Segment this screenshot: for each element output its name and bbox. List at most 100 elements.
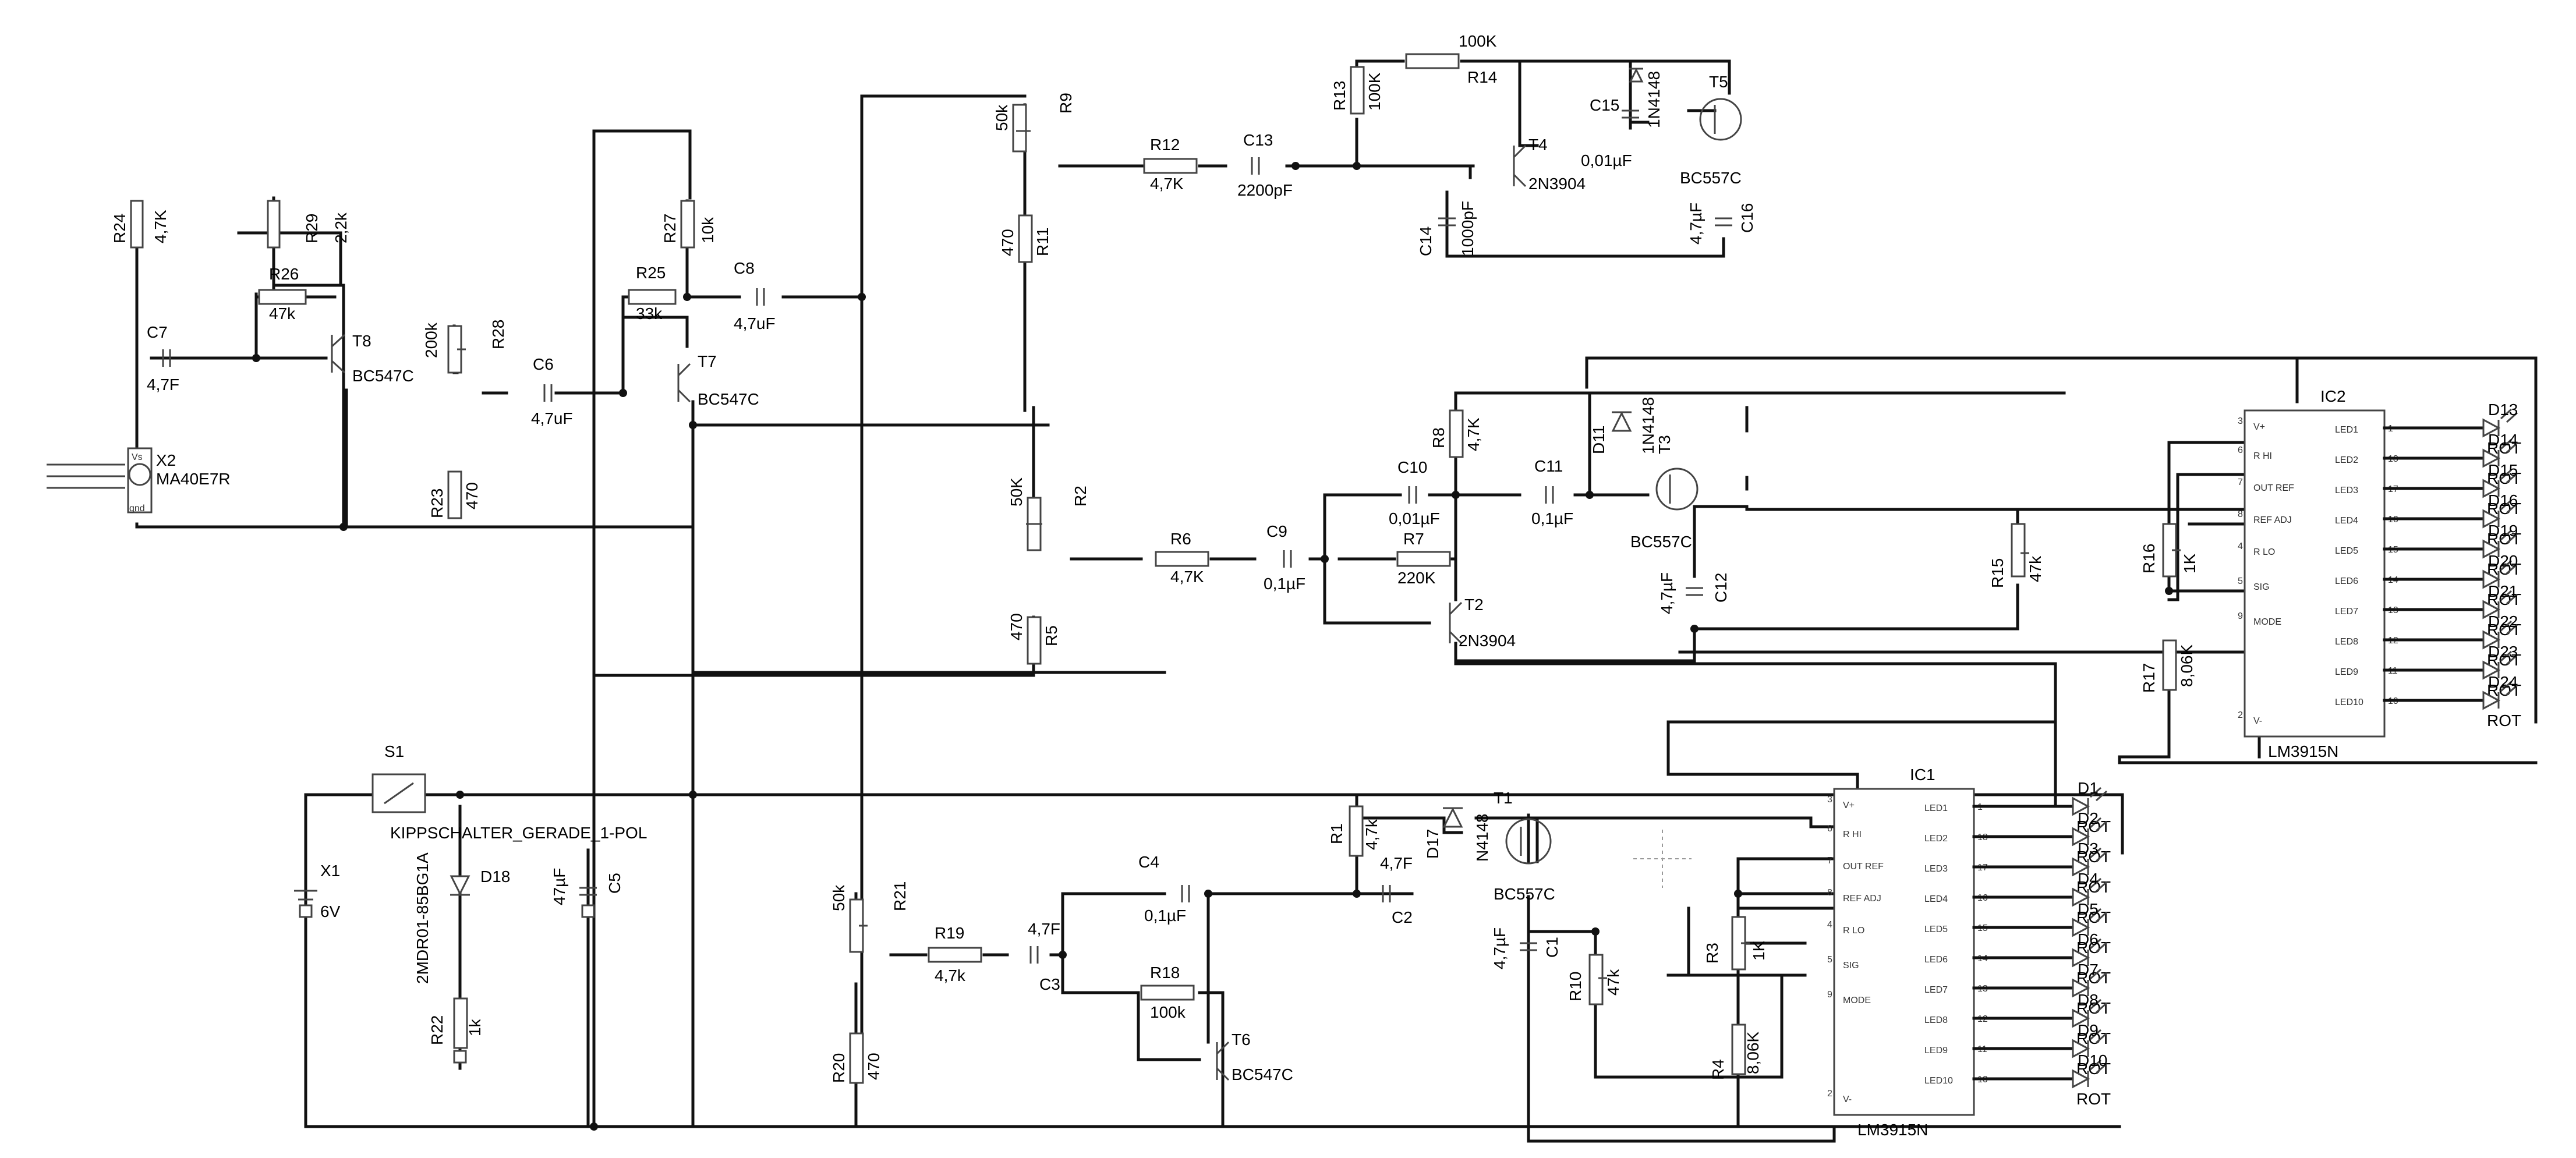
light-ray-icon (2090, 968, 2101, 980)
ic2-pin-num: 9 (2238, 611, 2243, 621)
led-icon (2482, 479, 2501, 498)
ic1-led-ref: D5 (2078, 900, 2099, 918)
r1-value: 4,7k (1363, 819, 1381, 850)
r14-value: 100K (1459, 32, 1497, 50)
led-icon (2072, 978, 2090, 998)
c2-ref: C2 (1392, 908, 1413, 926)
switch-s1[interactable]: S1 KIPPSCHALTER_GERADE_1-POL (371, 742, 647, 842)
c4-ref: C4 (1138, 853, 1159, 871)
ic2-pin-led: LED3 (2335, 486, 2358, 495)
r9-value: 50k (993, 104, 1011, 131)
led-icon (2072, 857, 2090, 877)
t3-ref: T3 (1655, 435, 1673, 454)
r22-ref: R22 (428, 1015, 446, 1045)
s1-value: KIPPSCHALTER_GERADE_1-POL (390, 824, 647, 842)
junctions (252, 162, 2173, 1131)
resistor-r26: R26 47k (258, 265, 307, 323)
capacitor-c16: 4,7µF C16 (1687, 203, 1756, 245)
ic2-led-ref: D15 (2488, 461, 2518, 479)
light-ray-icon (2090, 817, 2101, 828)
potentiometer-r15: R15 47k (1988, 523, 2044, 588)
c9-ref: C9 (1266, 522, 1287, 540)
t8-ref: T8 (352, 332, 371, 350)
ic2-pin-led: LED8 (2335, 637, 2358, 647)
led-icon (2482, 569, 2501, 589)
light-ray-icon (2090, 938, 2101, 950)
x2-pin-gnd: gnd (129, 504, 145, 514)
led-icon (2072, 1039, 2090, 1058)
light-ray-icon (2096, 1063, 2107, 1074)
c12-value: 4,7µF (1658, 572, 1676, 614)
wires (135, 59, 2538, 1143)
light-ray-icon (2500, 408, 2512, 420)
c16-ref: C16 (1738, 203, 1756, 233)
ic1-part: LM3915N (1857, 1121, 1928, 1139)
light-ray-icon (2096, 1032, 2107, 1044)
potentiometer-r16: R16 1K (2140, 523, 2199, 578)
ic2-led-ref: D23 (2488, 643, 2518, 661)
potentiometer-r28: 200k R28 (422, 320, 507, 374)
ic1-pin-led: LED4 (1924, 894, 1948, 904)
capacitor-c13: C13 2200pF (1237, 131, 1293, 199)
t7-value: BC547C (698, 390, 759, 408)
ic1-pin-r-lo: R LO (1843, 926, 1864, 936)
r16-ref: R16 (2140, 544, 2158, 573)
resistor-r11: 470 R11 (999, 214, 1052, 263)
cursor-crosshair-icon (1633, 830, 1692, 888)
r13-ref: R13 (1331, 81, 1349, 111)
c8-value: 4,7uF (734, 314, 776, 332)
ic2-pin-out-ref: OUT REF (2253, 483, 2294, 493)
capacitor-c3: 4,7F C3 (1028, 920, 1060, 993)
c14-value: 1000pF (1459, 201, 1477, 256)
t6-value: BC547C (1232, 1065, 1293, 1083)
capacitor-c8: C8 4,7uF (734, 259, 776, 332)
s1-ref: S1 (384, 742, 404, 760)
capacitor-c1: 4,7µF C1 (1491, 927, 1561, 969)
ic1-pin-num: 4 (1827, 920, 1832, 930)
ic1-led-ref: D2 (2078, 809, 2099, 827)
r27-ref: R27 (661, 214, 679, 243)
t4-ref: T4 (1528, 136, 1548, 154)
c6-value: 4,7uF (531, 409, 573, 427)
light-ray-icon (2090, 998, 2101, 1010)
light-ray-icon (2506, 472, 2518, 484)
t3-value: BC557C (1630, 533, 1692, 551)
d18-value: 2MDR01-85BG1A (413, 852, 431, 984)
ic1-led-ref: D8 (2078, 991, 2099, 1009)
light-ray-icon (2090, 877, 2101, 889)
r25-value: 33k (636, 304, 663, 323)
c5-value: 47µF (550, 868, 568, 905)
x2-value: MA40E7R (156, 470, 231, 488)
transistor-t5: T5 BC557C (1680, 73, 1742, 187)
r16-value: 1K (2181, 553, 2199, 573)
t5-value: BC557C (1680, 169, 1742, 187)
ic1-pin-num: 2 (1827, 1089, 1832, 1099)
ic2-pin-num: 5 (2238, 576, 2243, 586)
x2-pin-vs: Vs (132, 452, 143, 462)
capacitor-c12: 4,7µF C12 (1658, 572, 1730, 614)
c2-value: 4,7F (1380, 854, 1413, 872)
light-ray-icon (2506, 563, 2518, 575)
light-ray-icon (2500, 499, 2512, 511)
resistor-r18: R18 100k (1140, 964, 1195, 1021)
ic2-led-ref: D22 (2488, 612, 2518, 631)
capacitor-c2: 4,7F C2 (1380, 854, 1413, 926)
c13-value: 2200pF (1237, 181, 1293, 199)
ic2-pin-sig: SIG (2253, 582, 2270, 592)
light-ray-icon (2506, 684, 2518, 696)
resistor-r22: R22 1k (428, 997, 484, 1064)
light-ray-icon (2096, 790, 2107, 802)
c10-ref: C10 (1397, 458, 1427, 476)
resistor-r24: R24 4,7K (111, 200, 169, 249)
resistor-r1: R1 4,7k (1328, 805, 1381, 857)
light-ray-icon (2500, 620, 2512, 632)
ic1-pin-num: 9 (1827, 990, 1832, 1000)
light-ray-icon (2096, 1002, 2107, 1014)
resistor-r29: R29 2,2k (267, 200, 350, 249)
ic1-led-ref: D4 (2078, 870, 2099, 888)
light-ray-icon (2506, 412, 2518, 423)
d15-value: 1N4148 (1645, 71, 1663, 128)
r6-ref: R6 (1170, 530, 1191, 548)
